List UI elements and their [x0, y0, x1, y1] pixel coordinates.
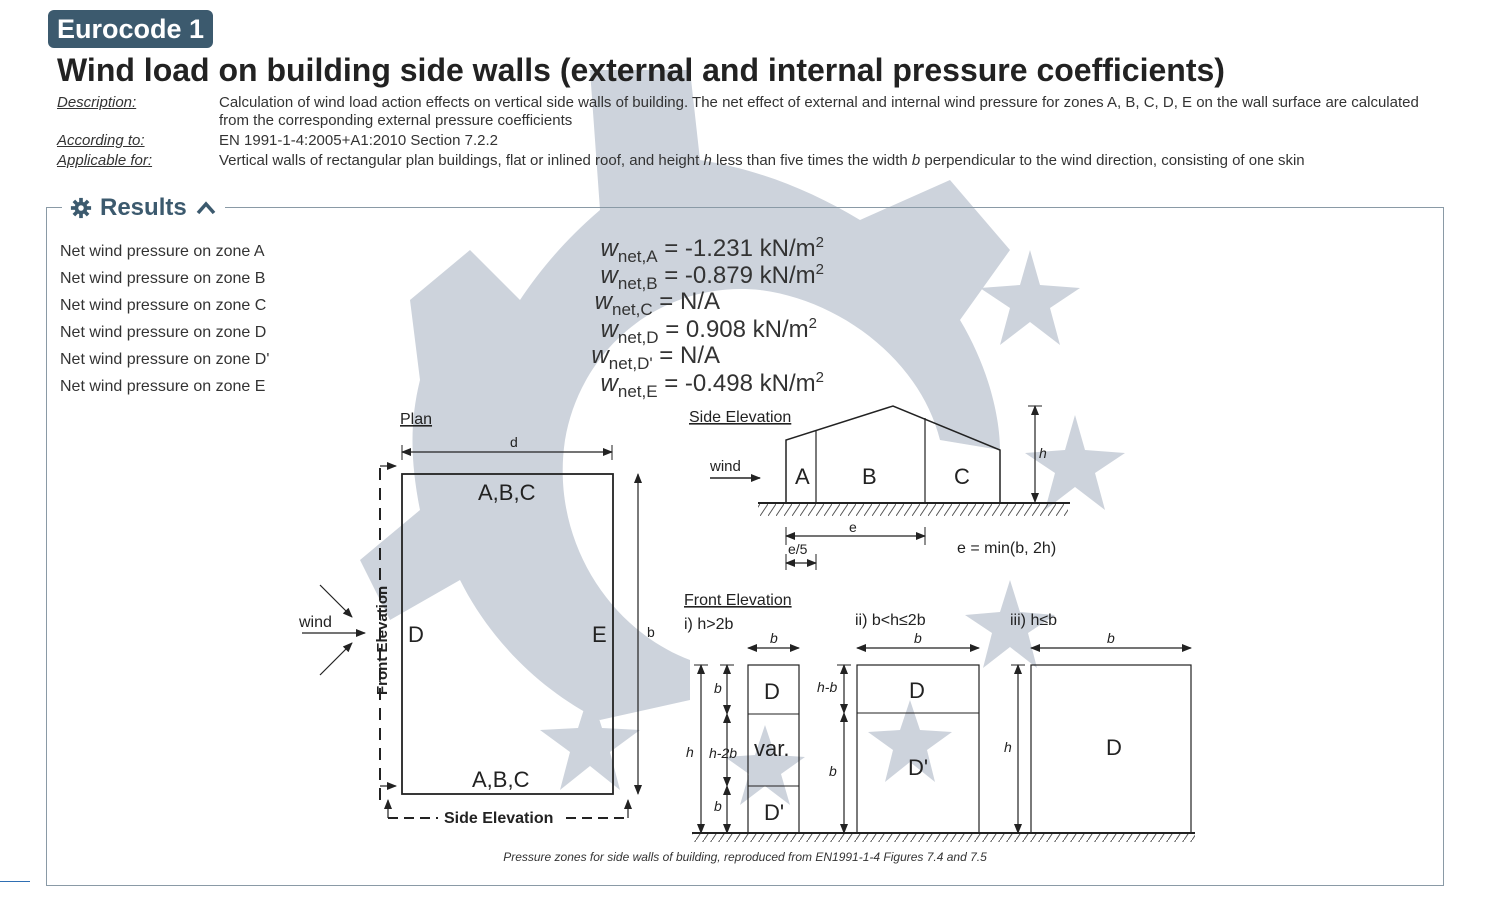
applicable-label: Applicable for:	[57, 152, 153, 169]
eurocode-badge: Eurocode 1	[48, 10, 213, 48]
bottom-accent-line	[0, 881, 30, 882]
case-1-zone-d-prime: D'	[764, 800, 784, 825]
case-1-zone-var: var.	[754, 736, 789, 761]
case-1-b-top: b	[770, 630, 778, 646]
case-1-b-lower: b	[714, 798, 722, 814]
plan-outline	[401, 473, 614, 795]
plan-zone-e: E	[592, 622, 607, 647]
front-elevation-title: Front Elevation	[684, 592, 792, 609]
case-1-h2b: h-2b	[709, 745, 737, 761]
side-elevation-title: Side Elevation	[689, 409, 791, 426]
diagram-caption: Pressure zones for side walls of buildin…	[503, 850, 987, 864]
case-3-label: iii) h≤b	[1010, 612, 1057, 629]
plan-b-label: b	[647, 624, 655, 640]
side-e-label: e	[849, 519, 857, 535]
case-2-b: b	[829, 763, 837, 779]
plan-zone-bottom: A,B,C	[472, 767, 530, 792]
plan-view: Plan d b A,B,C A,B,C D E wind Front Elev…	[298, 411, 655, 827]
side-zone-b: B	[862, 464, 877, 489]
case-3-h: h	[1004, 739, 1012, 755]
front-elevation-view: Front Elevation i) h>2b ii) b<h≤2b iii) …	[684, 592, 1195, 842]
case-1-b-upper: b	[714, 680, 722, 696]
plan-wind-label: wind	[298, 614, 332, 631]
according-label: According to:	[57, 132, 145, 149]
side-e-formula: e = min(b, 2h)	[957, 540, 1056, 557]
results-panel	[46, 207, 1444, 886]
plan-d-label: d	[510, 434, 518, 450]
case-2-b-top: b	[914, 630, 922, 646]
result-label-e: Net wind pressure on zone E	[60, 378, 266, 395]
case-3-zone-d: D	[1106, 735, 1122, 760]
result-label-c: Net wind pressure on zone C	[60, 297, 267, 314]
result-label-d: Net wind pressure on zone D	[60, 324, 267, 341]
result-label-d-prime: Net wind pressure on zone D'	[60, 351, 270, 368]
chevron-up-icon[interactable]	[195, 200, 217, 216]
result-label-a: Net wind pressure on zone A	[60, 243, 265, 260]
side-elevation-view: Side Elevation A B C wind h e e/5 e = mi…	[689, 405, 1070, 570]
case-2-zone-d-prime: D'	[908, 755, 928, 780]
case-2-zone-d: D	[909, 678, 925, 703]
plan-zone-top: A,B,C	[478, 480, 536, 505]
plan-side-elevation-label: Side Elevation	[444, 810, 553, 827]
case-1-label: i) h>2b	[684, 616, 733, 633]
result-label-b: Net wind pressure on zone B	[60, 270, 266, 287]
plan-front-elevation-label: Front Elevation	[374, 586, 391, 695]
gear-icon	[70, 197, 92, 219]
case-1-h: h	[686, 744, 694, 760]
side-wind-label: wind	[709, 458, 741, 475]
case-1-zone-d: D	[764, 679, 780, 704]
plan-title: Plan	[400, 411, 432, 428]
case-3-b-top: b	[1107, 630, 1115, 646]
case-2-label: ii) b<h≤2b	[855, 612, 926, 629]
side-zone-a: A	[795, 464, 810, 489]
side-h-label: h	[1039, 445, 1047, 461]
results-heading: Results	[100, 194, 187, 221]
side-e5-label: e/5	[788, 541, 808, 557]
plan-zone-d: D	[408, 622, 424, 647]
case-2-hb: h-b	[817, 679, 837, 695]
description-label: Description:	[57, 94, 137, 111]
results-header[interactable]: Results	[62, 192, 225, 224]
side-zone-c: C	[954, 464, 970, 489]
